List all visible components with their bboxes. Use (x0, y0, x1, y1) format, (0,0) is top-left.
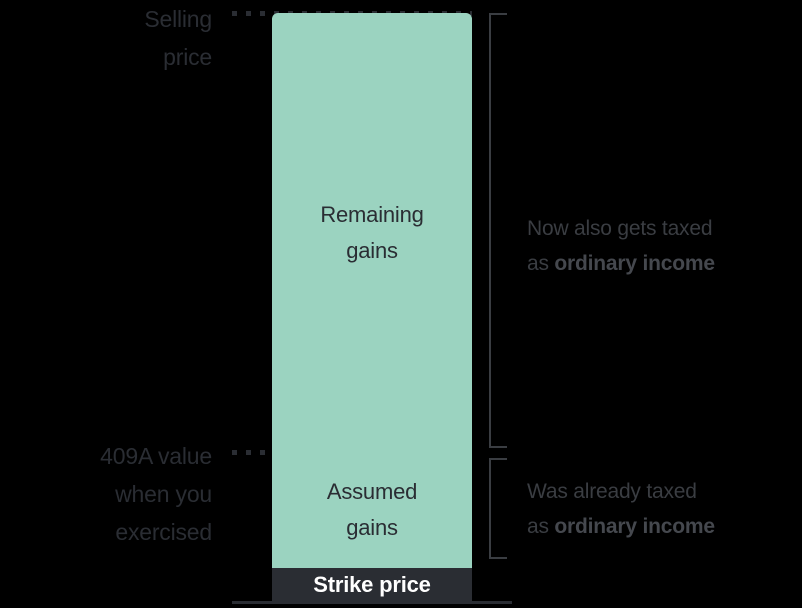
annotation-assumed-gains-lead: Was already taxed (527, 480, 697, 503)
bar-segment-strike-price-label: Strike price (313, 572, 431, 597)
bracket-assumed-gains (489, 458, 507, 559)
axis-label-selling-price: Selling price (144, 6, 212, 70)
chart-baseline (232, 601, 512, 604)
stacked-bar: Remaining gains Assumed gains Strike pri… (272, 13, 472, 602)
axis-label-409a-value: 409A value when you exercised (100, 443, 212, 545)
bar-segment-remaining-gains: Remaining gains (272, 13, 472, 452)
annotation-assumed-gains-emphasis: ordinary income (554, 515, 715, 538)
annotation-remaining-gains: Now also gets taxed as ordinary income (527, 211, 783, 281)
annotation-remaining-gains-emphasis: ordinary income (554, 252, 715, 275)
bar-segment-strike-price: Strike price (272, 568, 472, 602)
bar-segment-remaining-gains-label: Remaining gains (320, 201, 424, 263)
annotation-remaining-gains-prefix: as (527, 252, 555, 275)
annotation-assumed-gains-prefix: as (527, 515, 555, 538)
bracket-remaining-gains (489, 13, 507, 448)
bar-segment-assumed-gains-label: Assumed gains (326, 479, 418, 540)
annotation-remaining-gains-lead: Now also gets taxed (527, 217, 713, 240)
annotation-assumed-gains: Was already taxed as ordinary income (527, 474, 783, 544)
bar-segment-assumed-gains: Assumed gains (272, 452, 472, 568)
